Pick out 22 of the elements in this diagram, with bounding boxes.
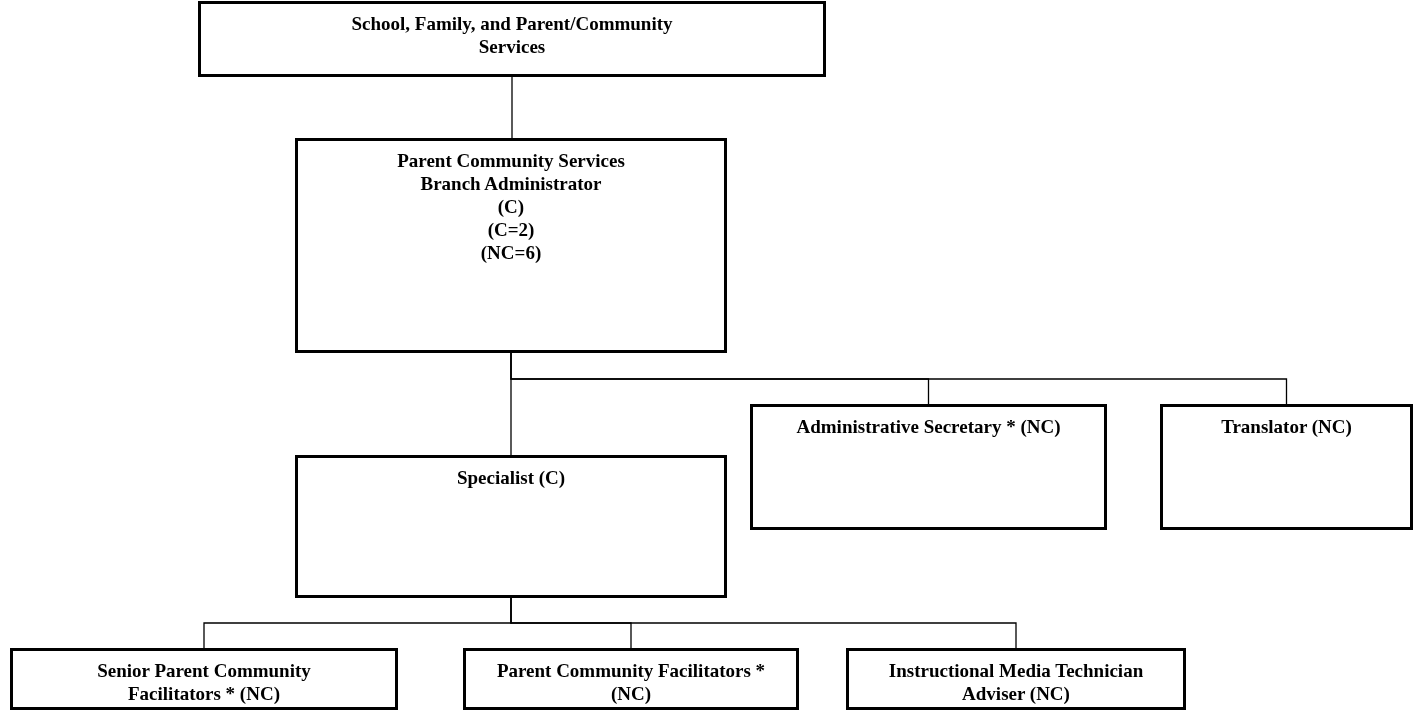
position-title: Parent Community Services Branch Administrator: [396, 149, 626, 195]
position-title: Specialist (C): [456, 466, 566, 489]
org-box: [295, 138, 727, 353]
position-title: Senior Parent Community Facilitators * (NC): [96, 659, 312, 705]
connector-line: [510, 352, 512, 456]
org-box: [750, 404, 1107, 530]
org-box: [10, 648, 398, 710]
connector-line: [511, 76, 513, 139]
position-title: Administrative Secretary * (NC): [796, 415, 1061, 438]
connector-line: [510, 597, 1017, 649]
org-box: [295, 455, 727, 598]
org-box: [198, 1, 826, 77]
position-title: Instructional Media Technician Adviser (NC): [887, 659, 1145, 705]
org-box: [846, 648, 1186, 710]
staff-count: (C): [497, 195, 525, 218]
position-title: Translator (NC): [1221, 415, 1352, 438]
staff-count: (C=2): [487, 218, 535, 241]
position-title: School, Family, and Parent/Community Services: [350, 12, 674, 58]
org-box: [1160, 404, 1413, 530]
staff-count: (NC=6): [480, 241, 542, 264]
org-box: [463, 648, 799, 710]
position-title: Parent Community Facilitators * (NC): [495, 659, 767, 705]
